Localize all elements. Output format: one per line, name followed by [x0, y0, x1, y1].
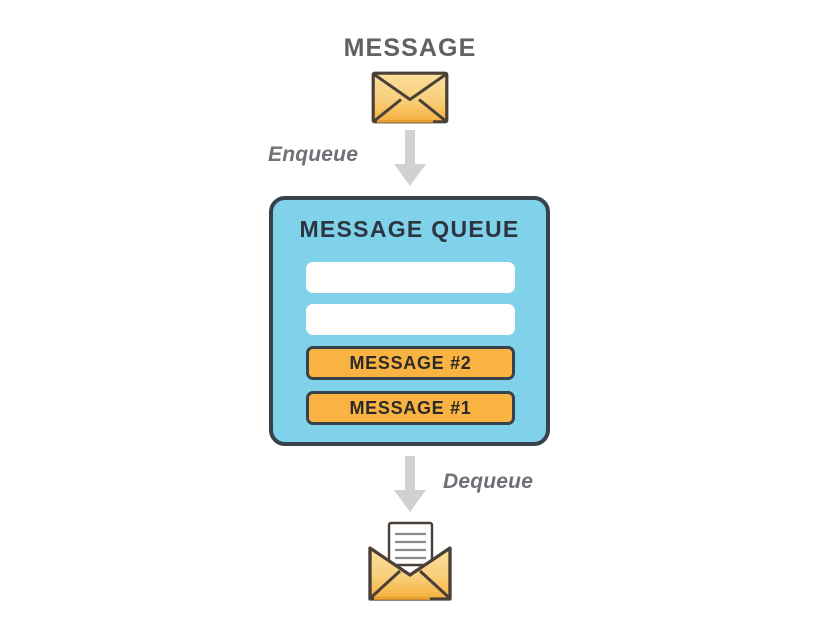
open-envelope-with-letter-icon	[366, 521, 454, 603]
queue-slot-message-1[interactable]: MESSAGE #1	[306, 391, 515, 425]
queue-slot-stack: MESSAGE #2 MESSAGE #1	[306, 262, 515, 436]
arrow-down-icon-dequeue	[392, 456, 428, 514]
queue-heading: MESSAGE QUEUE	[299, 216, 520, 242]
dequeue-label: Dequeue	[443, 470, 534, 493]
queue-slot-empty-1[interactable]	[306, 262, 515, 293]
queue-slot-empty-2[interactable]	[306, 304, 515, 335]
enqueue-label: Enqueue	[268, 143, 359, 166]
closed-envelope-icon	[371, 71, 449, 124]
queue-slot-label: MESSAGE #2	[349, 352, 472, 373]
queue-slot-label: MESSAGE #1	[349, 397, 472, 418]
page-title: MESSAGE	[343, 34, 477, 62]
queue-slot-message-2[interactable]: MESSAGE #2	[306, 346, 515, 380]
arrow-down-icon-enqueue	[392, 130, 428, 188]
message-queue-box: MESSAGE QUEUE MESSAGE #2 MESSAGE #1	[269, 196, 550, 446]
